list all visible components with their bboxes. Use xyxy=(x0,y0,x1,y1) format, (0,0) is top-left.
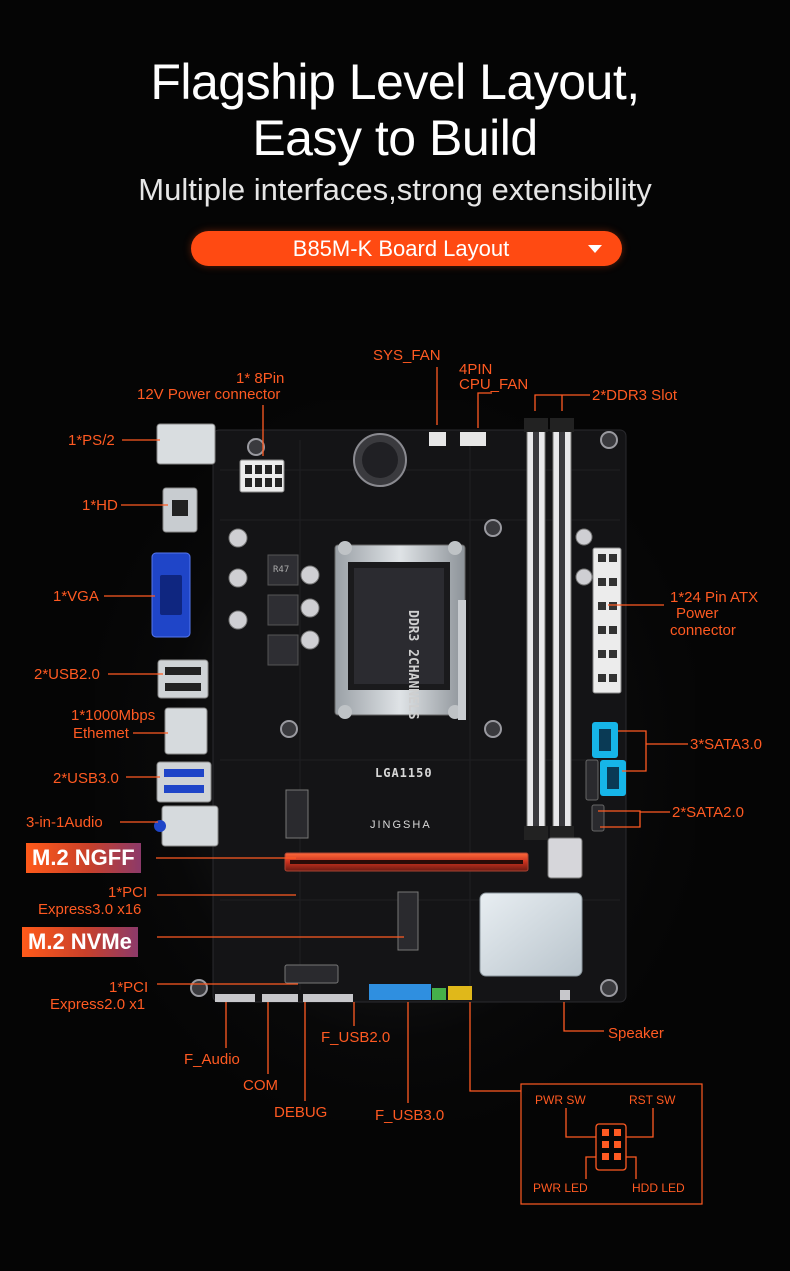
model-selector-label: B85M-K Board Layout xyxy=(292,236,510,261)
com-header xyxy=(262,994,298,1002)
front-panel-header xyxy=(448,986,472,1000)
m2-ngff-slot xyxy=(285,789,309,839)
atx-24pin-connector xyxy=(592,547,622,694)
eps-8pin-connector xyxy=(239,459,285,493)
label-sata3: 3*SATA3.0 xyxy=(690,736,762,753)
socket-silkscreen: LGA1150 xyxy=(375,766,433,780)
model-selector-button[interactable]: B85M-K Board Layout xyxy=(191,231,622,266)
label-atx-line1: 1*24 Pin ATX xyxy=(670,589,759,606)
label-cpu-fan-line2: CPU_FAN xyxy=(459,376,529,393)
leader-lines xyxy=(104,367,688,1103)
cpu-fan-header xyxy=(460,432,486,446)
speaker-header xyxy=(560,990,570,1000)
badge-m2-ngff: M.2 NGFF xyxy=(26,843,141,873)
label-hd: 1*HD xyxy=(82,497,118,514)
m2-nvme-slot xyxy=(397,891,419,951)
label-pcie1-line1: 1*PCI xyxy=(109,979,149,996)
pcie-x1-slot xyxy=(284,964,339,984)
front-panel-detail-box xyxy=(520,1083,703,1205)
label-pcie16-line1: 1*PCI xyxy=(108,884,148,901)
f-usb3-header xyxy=(369,984,431,1000)
label-pwr-sw: PWR SW xyxy=(535,1093,586,1107)
ethernet-port xyxy=(164,707,208,755)
label-debug: DEBUG xyxy=(274,1104,328,1121)
page-subtitle: Multiple interfaces,strong extensibility xyxy=(138,172,652,207)
socket-lever xyxy=(458,600,466,720)
page-title-line1: Flagship Level Layout, xyxy=(150,54,640,110)
label-hdd-led: HDD LED xyxy=(632,1181,685,1195)
label-pcie16-line2: Express3.0 x16 xyxy=(38,901,142,918)
chevron-down-icon xyxy=(588,245,602,253)
label-eps-line2: 12V Power connector xyxy=(137,386,281,403)
usb2-port xyxy=(157,659,209,699)
chipset-heatsink xyxy=(479,892,583,977)
label-com: COM xyxy=(243,1077,278,1094)
label-pcie1-line2: Express2.0 x1 xyxy=(50,996,146,1013)
label-f-usb3: F_USB3.0 xyxy=(375,1107,445,1124)
f-audio-header xyxy=(215,994,255,1002)
label-ethernet-line1: 1*1000Mbps xyxy=(71,707,156,724)
label-ethernet-line2: Ethemet xyxy=(73,725,129,742)
usb3-port xyxy=(156,761,212,803)
memory-silkscreen: DDR3 2CHANNELS xyxy=(405,610,420,720)
label-eps-line1: 1* 8Pin xyxy=(236,370,285,387)
debug-header xyxy=(303,994,353,1002)
mount-hole xyxy=(247,438,265,456)
label-usb3: 2*USB3.0 xyxy=(53,770,119,787)
label-ddr3: 2*DDR3 Slot xyxy=(592,387,678,404)
mount-hole xyxy=(600,979,618,997)
label-usb2: 2*USB2.0 xyxy=(34,666,100,683)
badge-m2-nvme: M.2 NVMe xyxy=(22,927,138,957)
label-atx-line3: connector xyxy=(670,622,736,639)
label-ps2: 1*PS/2 xyxy=(68,432,115,449)
sata2-port xyxy=(585,759,599,801)
label-pwr-led: PWR LED xyxy=(533,1181,588,1195)
vrm-silkscreen: R47 xyxy=(273,565,290,575)
label-cpu-fan-line1: 4PIN xyxy=(459,361,493,378)
ps2-port xyxy=(156,423,216,465)
label-atx-line2: Power xyxy=(676,605,719,622)
label-rst-sw: RST SW xyxy=(629,1093,676,1107)
brand-silkscreen: JINGSHA xyxy=(370,819,432,831)
mount-hole xyxy=(600,431,618,449)
label-sata2: 2*SATA2.0 xyxy=(672,804,744,821)
page-title-line2: Easy to Build xyxy=(252,110,538,166)
mount-hole xyxy=(190,979,208,997)
vrm-area xyxy=(267,554,299,666)
label-sys-fan: SYS_FAN xyxy=(373,347,441,364)
mount-hole xyxy=(484,720,502,738)
label-f-usb2: F_USB2.0 xyxy=(321,1029,391,1046)
mount-hole xyxy=(484,519,502,537)
label-audio: 3-in-1Audio xyxy=(26,814,103,831)
label-speaker: Speaker xyxy=(608,1025,664,1042)
mount-hole xyxy=(280,720,298,738)
label-vga: 1*VGA xyxy=(53,588,99,605)
audio-port xyxy=(161,805,219,847)
label-f-audio: F_Audio xyxy=(184,1051,240,1068)
f-usb2-header xyxy=(432,988,446,1000)
sys-fan-header xyxy=(429,432,446,446)
